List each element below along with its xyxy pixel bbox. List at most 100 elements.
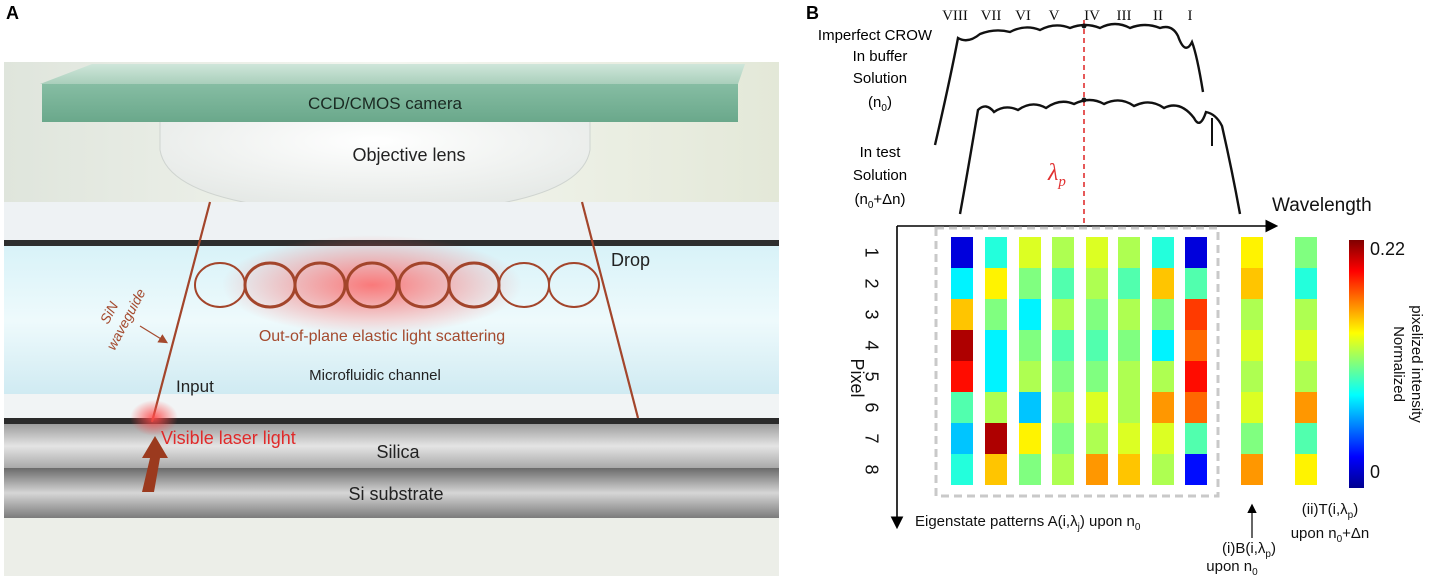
t-pattern-cell [1295, 299, 1317, 330]
eigenstate-cell [1052, 299, 1074, 330]
eigenstate-cell [951, 299, 973, 330]
scattering-label: Out-of-plane elastic light scattering [259, 328, 505, 345]
b-pattern-cell [1241, 330, 1263, 361]
b-pattern-cell [1241, 361, 1263, 392]
mode-index-label: II [1153, 8, 1163, 24]
eigenstate-cell [985, 454, 1007, 485]
eigenstate-cell [951, 237, 973, 268]
waveguide-drop-line [580, 201, 640, 419]
t-pattern-cell [1295, 392, 1317, 423]
eigenstate-cell [985, 268, 1007, 299]
test-label-line1: In test [860, 144, 902, 161]
t-pattern-cell [1295, 361, 1317, 392]
pixel-tick-label: 1 [861, 247, 881, 257]
ring-resonator [293, 261, 347, 309]
panel-a-letter: A [6, 3, 19, 23]
wavelength-label: Wavelength [1272, 195, 1372, 216]
pixel-tick-label: 8 [861, 464, 881, 474]
camera-top [40, 64, 745, 84]
b-pattern-cell [1241, 299, 1263, 330]
eigenstate-cell [985, 392, 1007, 423]
mode-index-label: VIII [942, 8, 968, 24]
silica-edge [4, 418, 779, 424]
t-column-label: (ii)T(i,λp) [1302, 501, 1358, 521]
pixel-tick-label: 6 [861, 402, 881, 412]
eigenstate-cell [985, 237, 1007, 268]
laser-entry-glow [130, 400, 178, 436]
eigenstate-cell [1118, 299, 1140, 330]
eigenstate-cell [1118, 361, 1140, 392]
eigenstate-cell [1052, 361, 1074, 392]
eigenstate-cell [1052, 330, 1074, 361]
eigenstate-cell [1019, 423, 1041, 454]
substrate-label: Si substrate [348, 484, 443, 504]
eigenstate-cell [985, 361, 1007, 392]
marker-dot-top [1081, 23, 1087, 29]
eigenstate-cell [1086, 237, 1108, 268]
drop-label: Drop [611, 250, 650, 270]
pixel-tick-label: 2 [861, 278, 881, 288]
eigenstate-cell [1185, 299, 1207, 330]
eigenstate-cell [1185, 268, 1207, 299]
eigenstate-cell [1019, 299, 1041, 330]
t-pattern-cell [1295, 423, 1317, 454]
eigenstate-cell [951, 423, 973, 454]
b-column-upon: upon n0 [1206, 558, 1258, 578]
cover-layer [4, 202, 779, 242]
buffer-label-line1: Imperfect CROW [818, 27, 933, 44]
eigenstate-cell [1152, 330, 1174, 361]
eigenstate-cell [1086, 299, 1108, 330]
ring-resonator [345, 261, 399, 309]
pixel-label: Pixel [847, 358, 867, 397]
eigenstate-cell [1052, 454, 1074, 485]
b-column-label: (i)B(i,λp) [1222, 540, 1276, 560]
eigenstate-cell [1118, 268, 1140, 299]
eigenstate-cell [1152, 423, 1174, 454]
eigenstate-cell [1152, 237, 1174, 268]
buffer-curve-label: Imperfect CROW In buffer Solution (n0) [818, 27, 933, 114]
b-pattern-cell [1241, 423, 1263, 454]
pixel-tick-label: 3 [861, 309, 881, 319]
eigenstate-cell [985, 299, 1007, 330]
eigenstate-cell [1052, 268, 1074, 299]
eigenstate-cell [1086, 268, 1108, 299]
t-pattern-cell [1295, 330, 1317, 361]
t-pattern-cell [1295, 268, 1317, 299]
laser-label: Visible laser light [161, 428, 296, 448]
eigenstate-cell [1118, 392, 1140, 423]
scattering-glow [222, 235, 522, 335]
mode-index-label: III [1117, 8, 1132, 24]
eigenstate-cell [1086, 330, 1108, 361]
eigenstate-cell [951, 330, 973, 361]
spectrum-buffer-curve [933, 22, 1205, 146]
input-label: Input [176, 377, 214, 396]
eigenstate-cell [1185, 361, 1207, 392]
eigenstate-cell [985, 423, 1007, 454]
eigenstate-cell [1185, 454, 1207, 485]
colorbar-title-line2: pixelized intensity [1408, 305, 1425, 423]
eigenstate-cell [1152, 268, 1174, 299]
buffer-label-line4: (n0) [868, 94, 892, 114]
eigenstate-cell [1019, 392, 1041, 423]
b-pattern-cell [1241, 237, 1263, 268]
eigenstate-cell [1019, 454, 1041, 485]
mode-index-label: VII [981, 8, 1002, 24]
eigenstate-cell [951, 361, 973, 392]
pixel-tick-label: 7 [861, 433, 881, 443]
eigenstate-cell [985, 330, 1007, 361]
colorbar-title-line1: Normalized [1390, 326, 1407, 402]
marker-dot-bottom [1081, 97, 1087, 103]
eigenstate-cell [1118, 237, 1140, 268]
eigenstate-cell [1052, 237, 1074, 268]
colorbar [1349, 240, 1364, 488]
b-pattern-cell [1241, 392, 1263, 423]
laser-arrow [142, 436, 168, 492]
eigenstate-group-box [934, 226, 1220, 498]
silica-layer [4, 424, 779, 468]
eigenstate-cell [1152, 392, 1174, 423]
pixel-tick-label: 5 [861, 371, 881, 381]
base-background [4, 518, 779, 576]
eigenstate-cell [1019, 237, 1041, 268]
buffer-label-line2: In buffer [853, 48, 908, 65]
